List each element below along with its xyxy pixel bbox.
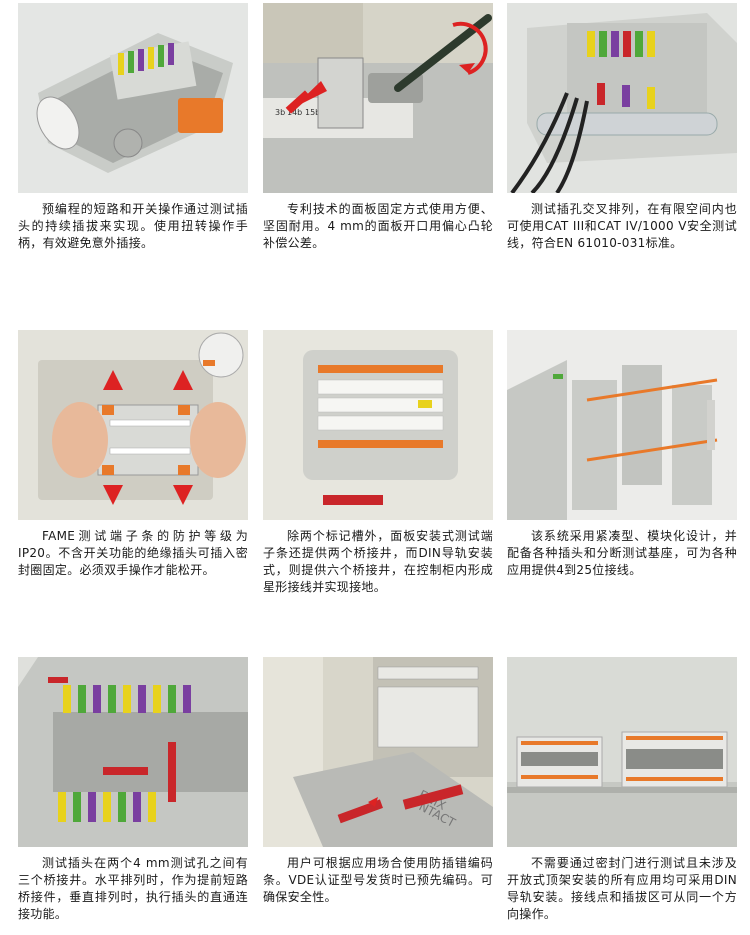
- panel-5-photo: [263, 330, 493, 520]
- panel-6-photo: [507, 330, 737, 520]
- panel-6-caption: 该系统采用紧凑型、模块化设计，并配备各种插头和分断测试基座，可为各种应用提供4到…: [507, 529, 737, 577]
- panel-9-photo: [507, 657, 737, 847]
- panel-8-caption: 用户可根据应用场合使用防插错编码条。VDE认证型号发货时已预先编码。可确保安全性…: [263, 856, 493, 904]
- panel-4-caption: FAME测试端子条的防护等级为IP20。不含开关功能的绝缘插头可插入密封圈固定。…: [18, 529, 248, 577]
- panel-2: 3b 14b 15b 专利技术的面板固定方式使用方便、坚固耐用。4 mm的面板开…: [263, 3, 493, 252]
- panel-5: 除两个标记槽外，面板安装式测试端子条还提供两个桥接井，而DIN导轨安装式，则提供…: [263, 330, 493, 596]
- panel-3: 测试插孔交叉排列，在有限空间内也可使用CAT III和CAT IV/1000 V…: [507, 3, 737, 252]
- panel-3-caption: 测试插孔交叉排列，在有限空间内也可使用CAT III和CAT IV/1000 V…: [507, 202, 737, 250]
- panel-7: 测试插头在两个4 mm测试孔之间有三个桥接井。水平排列时，作为提前短路桥接件，垂…: [18, 657, 248, 923]
- label-15b: 15b: [305, 108, 320, 117]
- panel-2-photo: 3b 14b 15b: [263, 3, 493, 193]
- panel-4: FAME测试端子条的防护等级为IP20。不含开关功能的绝缘插头可插入密封圈固定。…: [18, 330, 248, 579]
- panel-7-caption: 测试插头在两个4 mm测试孔之间有三个桥接井。水平排列时，作为提前短路桥接件，垂…: [18, 856, 248, 921]
- panel-9-caption: 不需要通过密封门进行测试且未涉及开放式顶架安装的所有应用均可采用DIN导轨安装。…: [507, 856, 737, 921]
- label-14b: 14b: [287, 108, 302, 117]
- label-3b: 3b: [275, 108, 285, 117]
- panel-1-caption: 预编程的短路和开关操作通过测试插头的持续插拔来实现。使用扭转操作手柄，有效避免意…: [18, 202, 248, 250]
- panel-3-photo: [507, 3, 737, 193]
- panel-1-photo: [18, 3, 248, 193]
- panel-6: 该系统采用紧凑型、模块化设计，并配备各种插头和分断测试基座，可为各种应用提供4到…: [507, 330, 737, 579]
- panel-8: ENIX NTACT 用户可根据应用场合使用防插错编码条。VDE认证型号发货时已…: [263, 657, 493, 906]
- panel-8-photo: ENIX NTACT: [263, 657, 493, 847]
- panel-1: 预编程的短路和开关操作通过测试插头的持续插拔来实现。使用扭转操作手柄，有效避免意…: [18, 3, 248, 252]
- panel-7-photo: [18, 657, 248, 847]
- panel-5-caption: 除两个标记槽外，面板安装式测试端子条还提供两个桥接井，而DIN导轨安装式，则提供…: [263, 529, 493, 594]
- panel-4-photo: [18, 330, 248, 520]
- panel-2-caption: 专利技术的面板固定方式使用方便、坚固耐用。4 mm的面板开口用偏心凸轮补偿公差。: [263, 202, 493, 250]
- panel-9: 不需要通过密封门进行测试且未涉及开放式顶架安装的所有应用均可采用DIN导轨安装。…: [507, 657, 737, 923]
